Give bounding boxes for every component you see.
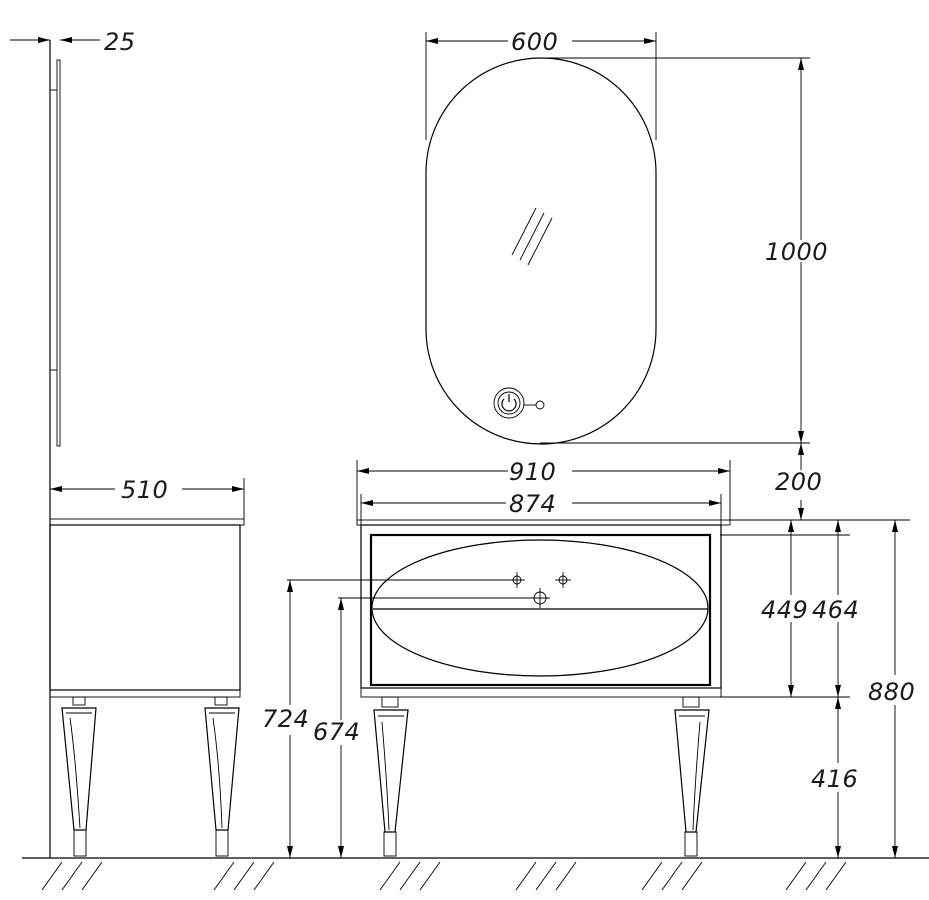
dimension-right-extensions: [720, 519, 910, 698]
dimension-mirror-gap: 200: [775, 443, 822, 520]
dim-25-label: 25: [104, 28, 136, 56]
front-leg-right: [674, 696, 710, 857]
dimension-cabinet-depth: 510: [49, 476, 245, 519]
side-view: [49, 40, 245, 858]
dim-880-label: 880: [868, 678, 915, 706]
dim-910-label: 910: [509, 458, 556, 486]
dim-1000-label: 1000: [765, 238, 828, 266]
power-icon[interactable]: [493, 387, 545, 419]
faucet-hole-right: [555, 572, 571, 588]
dimension-mirror-height: 1000: [540, 57, 828, 444]
dim-449-label: 449: [761, 596, 808, 624]
side-countertop: [49, 518, 245, 526]
dimension-mirror-depth: 25: [10, 28, 136, 56]
dimension-cabinet-width: 874: [360, 490, 722, 525]
dim-724-label: 724: [262, 705, 309, 733]
dim-674-label: 674: [313, 718, 360, 746]
dimension-upper-hole-height: 724: [262, 579, 517, 858]
front-leg-left: [373, 696, 409, 857]
drawer-frame: [369, 533, 712, 687]
side-cabinet-body: [49, 524, 241, 691]
floor-hatching: [41, 861, 847, 891]
dimension-drain-height: 674: [313, 597, 540, 858]
plinth: [360, 687, 722, 698]
glass-reflection-marks: [511, 207, 553, 266]
dim-200-label: 200: [775, 468, 822, 496]
dim-510-label: 510: [121, 476, 168, 504]
countertop: [356, 519, 731, 526]
dim-600-label: 600: [511, 28, 558, 56]
cabinet-front: [356, 519, 780, 857]
dim-874-label: 874: [509, 490, 556, 518]
dim-464-label: 464: [812, 596, 859, 624]
side-leg-left: [61, 696, 97, 857]
dimension-leg-height: 416: [811, 697, 858, 858]
mirror-side-profile: [56, 59, 61, 447]
mirror-outline: [425, 57, 657, 445]
dimension-top-width: 910: [356, 458, 731, 520]
dimension-mirror-width: 600: [425, 28, 657, 140]
dimension-total-height: 880: [868, 520, 915, 858]
mirror-front: [425, 57, 657, 445]
dimension-drawer-height: 464: [812, 520, 859, 697]
dim-416-label: 416: [811, 765, 858, 793]
basin-outline: [371, 539, 709, 677]
dimension-drawer-inner-height: 449: [761, 520, 808, 697]
floor: [22, 857, 929, 891]
cabinet-body: [360, 524, 722, 689]
side-leg-right: [204, 696, 240, 857]
